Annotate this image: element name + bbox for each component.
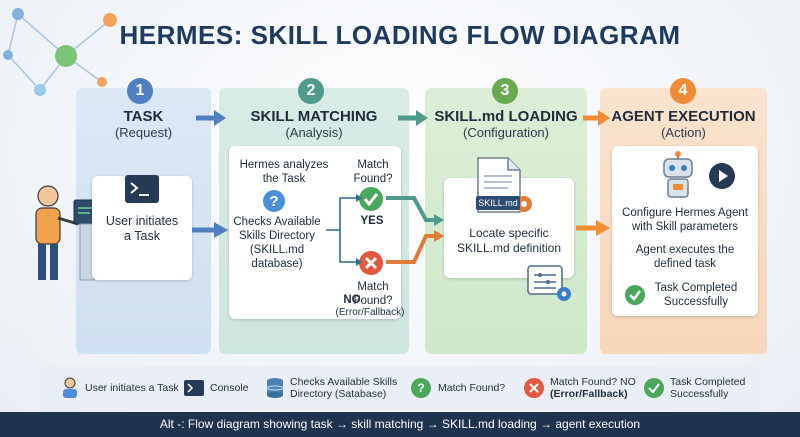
legend-item-console: Console bbox=[183, 366, 249, 410]
analyze-text: Hermes analyzes the Task bbox=[239, 159, 329, 185]
skill-md-file-label: SKILL.md bbox=[476, 196, 520, 210]
match-yes-label: YES bbox=[360, 215, 384, 227]
task-completed-text: Task Completed Successfully bbox=[654, 282, 738, 308]
legend-item-question: ? Match Found? bbox=[410, 366, 505, 410]
x-circle-icon bbox=[359, 251, 383, 275]
play-icon bbox=[709, 163, 735, 189]
legend: User initiates a Task Console Checks Ava… bbox=[40, 366, 760, 410]
check-circle-icon bbox=[644, 378, 664, 398]
legend-text-no-match: Match Found? NO (Error/Fallback) bbox=[550, 376, 636, 400]
step-3-number: 3 bbox=[492, 78, 518, 104]
legend-item-database: Checks Available Skills Directory (Satab… bbox=[265, 366, 402, 410]
step-4-subtitle: (Action) bbox=[661, 125, 706, 140]
step-1-title: TASK bbox=[123, 108, 164, 125]
decision-branch-lines bbox=[326, 194, 444, 266]
arrow-task-to-matching bbox=[192, 222, 228, 238]
step-3-title: SKILL.md LOADING bbox=[434, 108, 578, 125]
x-circle-icon bbox=[524, 378, 544, 398]
step-2-subtitle: (Analysis) bbox=[285, 125, 343, 140]
settings-window-icon bbox=[527, 265, 571, 301]
task-complete-check-icon bbox=[625, 285, 645, 305]
console-icon bbox=[184, 380, 204, 396]
legend-text-complete: Task Completed Successfully bbox=[670, 376, 746, 400]
database-icon bbox=[266, 378, 284, 398]
step-4-title: AGENT EXECUTION bbox=[611, 108, 756, 125]
no-match-question: Match Found? bbox=[353, 281, 393, 307]
question-icon: ? bbox=[411, 378, 431, 398]
network-graph-decoration bbox=[3, 8, 117, 96]
header-arrows bbox=[196, 110, 610, 126]
step-4-number: 4 bbox=[670, 78, 696, 104]
step-2-title: SKILL MATCHING bbox=[250, 108, 378, 125]
task-body-text: User initiates a Task bbox=[105, 214, 179, 243]
arrow-loading-to-execution bbox=[576, 220, 610, 236]
configure-agent-text: Configure Hermes Agent with Skill parame… bbox=[622, 207, 748, 233]
question-icon: ? bbox=[263, 190, 285, 212]
checks-directory-text: Checks Available Skills Directory (SKILL… bbox=[233, 216, 321, 270]
locate-definition-text: Locate specific SKILL.md definition bbox=[456, 226, 562, 255]
no-match-label: NO bbox=[343, 294, 361, 306]
console-icon bbox=[125, 175, 159, 203]
user-icon bbox=[63, 377, 77, 398]
check-circle-icon bbox=[359, 187, 383, 211]
match-found-question: Match Found? bbox=[353, 159, 393, 185]
legend-text-no-match-line2: (Error/Fallback) bbox=[550, 388, 628, 400]
legend-item-user: User initiates a Task bbox=[60, 366, 179, 410]
legend-text-database: Checks Available Skills Directory (Satab… bbox=[290, 376, 398, 400]
page-title: HERMES: SKILL LOADING FLOW DIAGRAM bbox=[119, 20, 681, 50]
legend-text-question: Match Found? bbox=[438, 382, 506, 394]
legend-item-complete: Task Completed Successfully bbox=[643, 366, 758, 410]
legend-item-no-match: Match Found? NO (Error/Fallback) bbox=[523, 366, 636, 410]
step-3-subtitle: (Configuration) bbox=[463, 125, 549, 140]
step-1-number: 1 bbox=[127, 78, 153, 104]
svg-text:?: ? bbox=[417, 381, 424, 395]
legend-text-no-match-line1: Match Found? NO bbox=[550, 376, 636, 388]
footer-caption: Alt -: Flow diagram showing task → skill… bbox=[0, 412, 800, 437]
step-2-number: 2 bbox=[298, 78, 324, 104]
legend-text-user: User initiates a Task bbox=[85, 382, 179, 394]
fallback-label: (Error/Fallback) bbox=[335, 307, 405, 318]
legend-text-console: Console bbox=[210, 382, 249, 394]
svg-text:?: ? bbox=[269, 193, 278, 210]
robot-icon bbox=[663, 151, 693, 198]
matching-card bbox=[229, 146, 401, 319]
step-1-subtitle: (Request) bbox=[114, 125, 173, 140]
agent-executes-text: Agent executes the defined task bbox=[635, 244, 735, 270]
